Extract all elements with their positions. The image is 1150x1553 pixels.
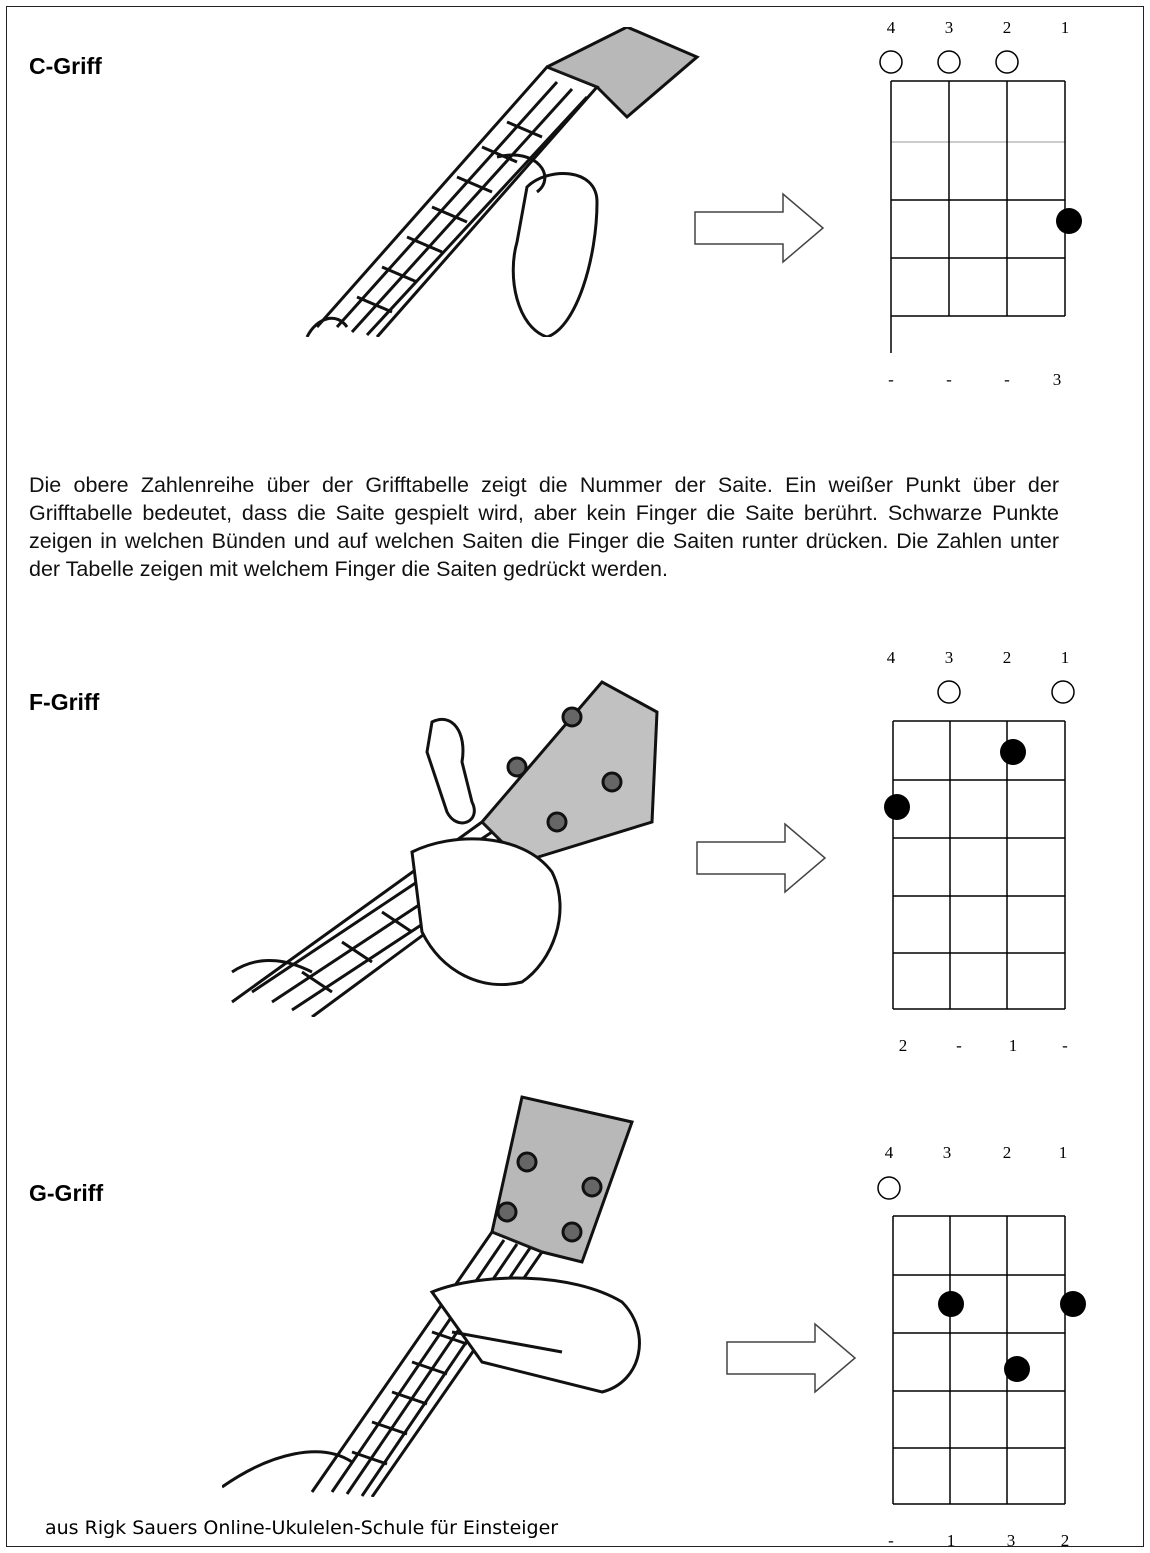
finger-number: 1 [1009, 1036, 1018, 1055]
finger-number: - [888, 1531, 894, 1550]
finger-numbers: - 1 3 2 [888, 1531, 1069, 1550]
string-number: 2 [1003, 648, 1012, 667]
chord-photo-f [231, 680, 659, 1017]
finger-dot [1060, 1291, 1086, 1317]
fretboard-grid [892, 720, 1066, 1010]
finger-number: 3 [1053, 370, 1062, 389]
string-number: 4 [887, 648, 896, 667]
open-string-marker [937, 680, 961, 704]
finger-dot [1004, 1356, 1030, 1382]
finger-dot [884, 794, 910, 820]
fretboard-grid [892, 1215, 1066, 1505]
chord-diagram-c: 4 3 2 1 - - - [879, 18, 1082, 389]
string-numbers: 4 3 2 1 [885, 1143, 1068, 1162]
finger-number: - [888, 370, 894, 389]
arrow-icon [696, 822, 827, 894]
chord-title: G-Griff [29, 1180, 104, 1206]
chord-photo-g [222, 1095, 641, 1497]
finger-number: - [956, 1036, 962, 1055]
string-number: 1 [1059, 1143, 1068, 1162]
finger-number: 2 [899, 1036, 908, 1055]
finger-numbers: 2 - 1 - [899, 1036, 1068, 1055]
open-string-marker [937, 50, 961, 74]
explanation-text: Die obere Zahlenreihe über der Grifftabe… [29, 472, 1059, 581]
string-number: 4 [885, 1143, 894, 1162]
finger-number: - [1004, 370, 1010, 389]
chord-diagram-f: 4 3 2 1 2 - [884, 648, 1075, 1055]
chord-diagram-g: 4 3 2 1 - 1 [877, 1143, 1086, 1550]
string-number: 1 [1061, 648, 1070, 667]
finger-number: 2 [1061, 1531, 1070, 1550]
open-string-marker [995, 50, 1019, 74]
fretboard-grid [890, 80, 1066, 353]
string-number: 2 [1003, 18, 1012, 37]
footer-credit: aus Rigk Sauers Online-Ukulelen-Schule f… [45, 1517, 559, 1539]
arrow-icon [726, 1322, 857, 1394]
open-string-marker [1051, 680, 1075, 704]
finger-number: - [1062, 1036, 1068, 1055]
finger-dot [1056, 208, 1082, 234]
finger-dot [938, 1291, 964, 1317]
string-number: 3 [945, 648, 954, 667]
finger-numbers: - - - 3 [888, 370, 1061, 389]
chord-photo-c [305, 27, 700, 337]
chord-title: F-Griff [29, 689, 100, 715]
open-string-marker [877, 1176, 901, 1200]
string-number: 2 [1003, 1143, 1012, 1162]
arrow-icon [694, 192, 825, 264]
string-numbers: 4 3 2 1 [887, 18, 1070, 37]
open-string-marker [879, 50, 903, 74]
string-number: 4 [887, 18, 896, 37]
string-numbers: 4 3 2 1 [887, 648, 1070, 667]
finger-dot [1000, 739, 1026, 765]
string-number: 3 [945, 18, 954, 37]
page: C-Griff 4 3 2 1 [6, 6, 1144, 1550]
finger-number: 3 [1007, 1531, 1016, 1550]
finger-number: - [946, 370, 952, 389]
chord-title: C-Griff [29, 53, 102, 79]
string-number: 3 [943, 1143, 952, 1162]
finger-number: 1 [947, 1531, 956, 1550]
string-number: 1 [1061, 18, 1070, 37]
